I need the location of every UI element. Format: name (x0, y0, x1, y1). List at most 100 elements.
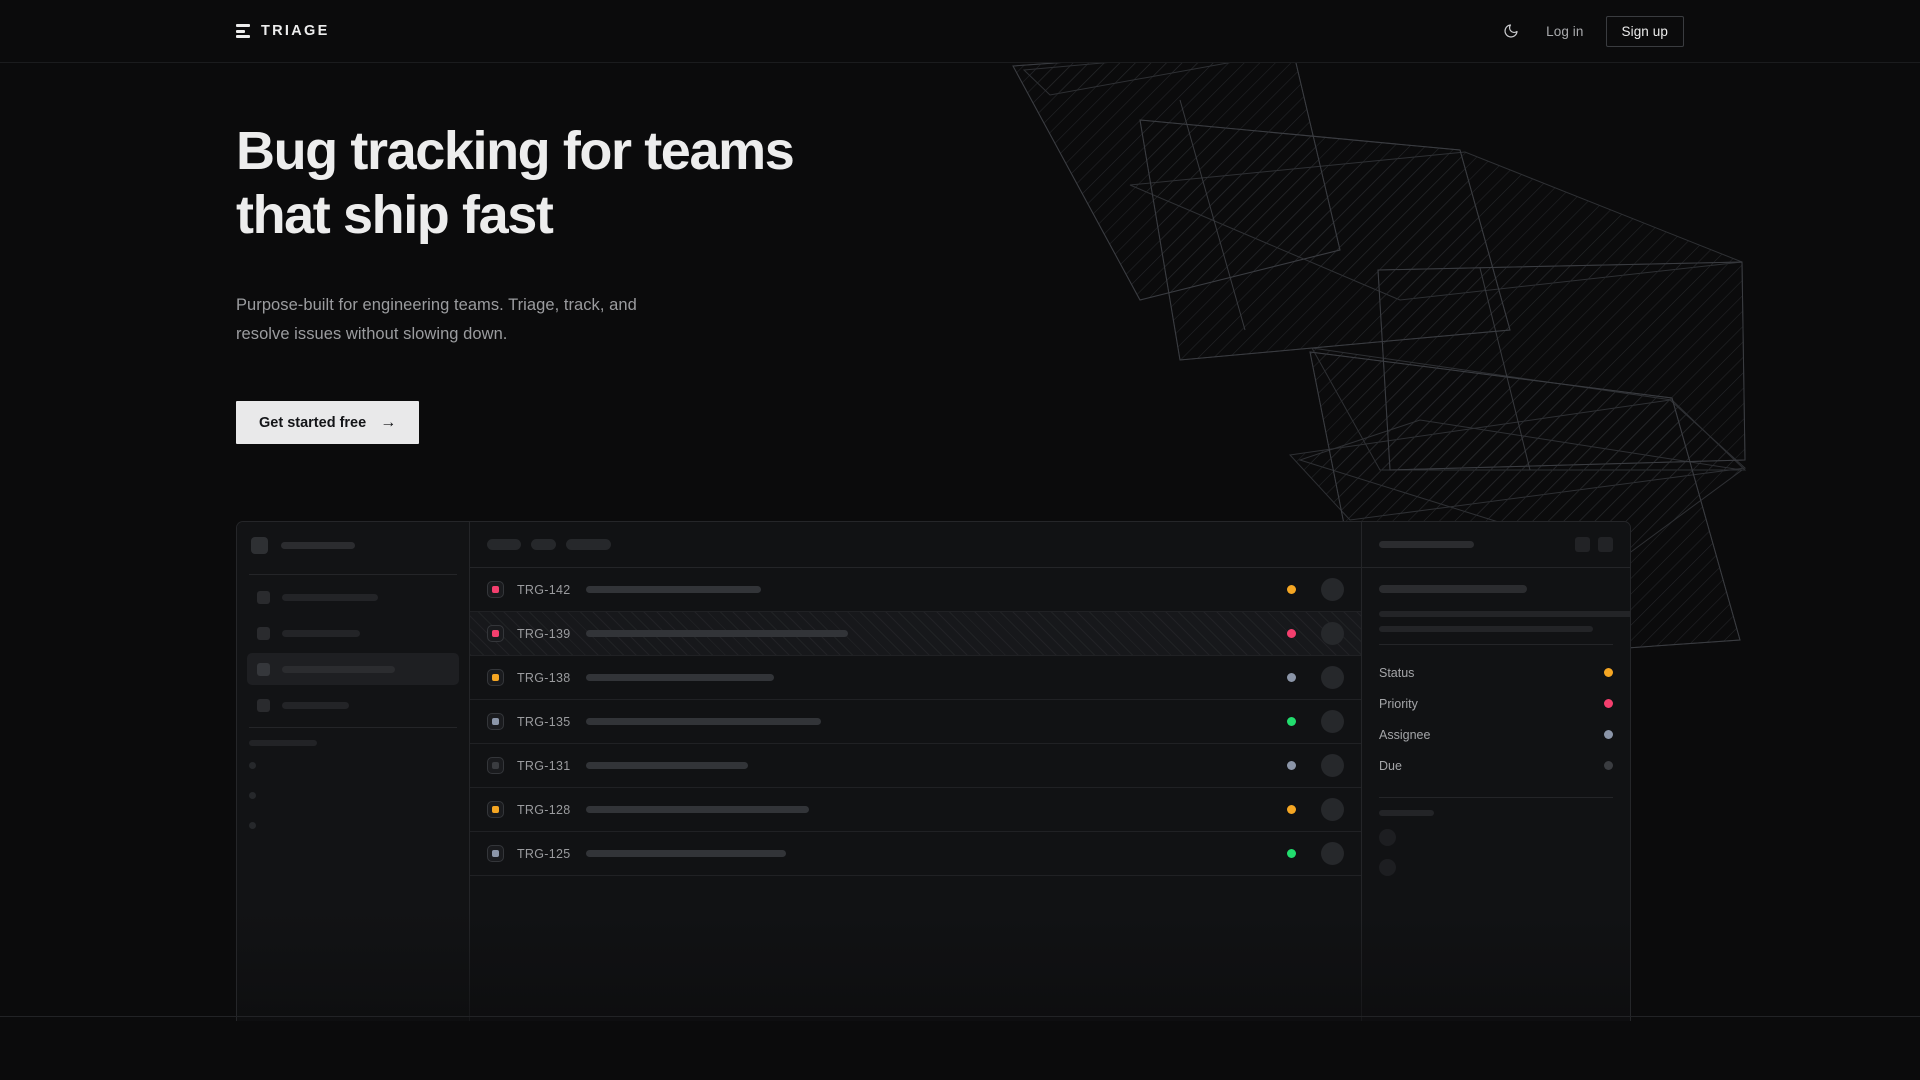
sidebar-nav-list (237, 581, 469, 721)
brand-name: TRIAGE (261, 23, 330, 39)
meta-value-dot-icon (1604, 699, 1613, 708)
brand-logo[interactable]: TRIAGE (236, 23, 330, 39)
sidebar-mini-dot-icon (249, 791, 256, 799)
avatar (1321, 578, 1344, 601)
meta-label: Assignee (1379, 727, 1431, 742)
detail-action-button-1[interactable] (1575, 537, 1590, 552)
signup-button[interactable]: Sign up (1605, 15, 1684, 47)
sidebar-section-label (249, 740, 317, 746)
sidebar-item-icon (257, 698, 270, 712)
meta-row-assignee[interactable]: Assignee (1379, 719, 1613, 750)
sidebar-item-label (282, 629, 360, 637)
priority-indicator-icon (487, 757, 504, 774)
sidebar-item-icon (257, 662, 270, 676)
issue-list-toolbar (470, 522, 1361, 568)
sidebar-item-2[interactable] (247, 653, 459, 685)
priority-indicator-icon (487, 845, 504, 862)
sidebar-item-3[interactable] (247, 689, 459, 721)
sidebar-mini-list (237, 750, 469, 840)
issue-id: TRG-142 (517, 582, 571, 597)
issue-title-skeleton (586, 674, 774, 681)
priority-indicator-icon (487, 581, 504, 598)
sidebar-mini-dot-icon (249, 821, 256, 829)
table-row[interactable]: TRG-139 (470, 612, 1361, 656)
meta-row-status[interactable]: Status (1379, 657, 1613, 688)
meta-label: Status (1379, 665, 1415, 680)
sidebar-item-0[interactable] (247, 581, 459, 613)
page-bottom-divider (0, 1016, 1920, 1017)
detail-breadcrumb-skeleton (1379, 541, 1474, 548)
sidebar-divider (249, 574, 457, 575)
comment-item-0 (1379, 822, 1613, 852)
meta-row-due[interactable]: Due (1379, 750, 1613, 781)
sidebar-divider-2 (249, 727, 457, 728)
top-navigation-bar: TRIAGE Log in Sign up (0, 0, 1920, 63)
sidebar-mini-item-1[interactable] (249, 780, 457, 810)
avatar (1379, 828, 1396, 846)
issue-id: TRG-135 (517, 714, 571, 729)
sidebar-mini-item-0[interactable] (249, 750, 457, 780)
sidebar-mini-dot-icon (249, 761, 256, 769)
table-row[interactable]: TRG-125 (470, 832, 1361, 876)
hero-subheadline: Purpose-built for engineering teams. Tri… (236, 291, 716, 348)
avatar (1321, 666, 1344, 689)
issue-id: TRG-128 (517, 802, 571, 817)
detail-desc-line-1 (1379, 611, 1630, 617)
get-started-button[interactable]: Get started free → (236, 401, 420, 445)
issue-title-skeleton (586, 762, 748, 769)
avatar (1321, 842, 1344, 865)
comments-label-skeleton (1379, 810, 1434, 816)
sidebar-mini-item-2[interactable] (249, 810, 457, 840)
status-badge (1287, 805, 1296, 814)
issue-title-skeleton (586, 806, 809, 813)
avatar (1321, 622, 1344, 645)
table-row[interactable]: TRG-131 (470, 744, 1361, 788)
table-row[interactable]: TRG-135 (470, 700, 1361, 744)
workspace-avatar-icon (251, 536, 268, 554)
workspace-switcher[interactable] (237, 522, 469, 568)
table-row[interactable]: TRG-142 (470, 568, 1361, 612)
priority-indicator-icon (487, 669, 504, 686)
issue-id: TRG-125 (517, 846, 571, 861)
detail-divider (1379, 644, 1613, 645)
toolbar-control-0[interactable] (487, 539, 521, 550)
avatar (1321, 710, 1344, 733)
meta-value-dot-icon (1604, 761, 1613, 770)
toolbar-control-2[interactable] (566, 539, 611, 550)
avatar (1321, 754, 1344, 777)
workspace-name-skeleton (281, 541, 355, 549)
three-bars-logo-icon (236, 24, 250, 38)
toolbar-control-1[interactable] (531, 539, 556, 550)
issue-title-skeleton (586, 718, 821, 725)
moon-icon[interactable] (1498, 18, 1524, 44)
sidebar-item-label (282, 593, 378, 601)
meta-value-dot-icon (1604, 730, 1613, 739)
status-badge (1287, 629, 1296, 638)
status-badge (1287, 673, 1296, 682)
sidebar-item-icon (257, 626, 270, 640)
detail-header (1362, 522, 1630, 568)
detail-divider-2 (1379, 797, 1613, 798)
detail-title-skeleton (1379, 585, 1527, 593)
meta-row-priority[interactable]: Priority (1379, 688, 1613, 719)
comment-item-1 (1379, 852, 1613, 882)
headline-line-2: that ship fast (236, 184, 554, 245)
priority-indicator-icon (487, 801, 504, 818)
avatar (1321, 798, 1344, 821)
sidebar-item-1[interactable] (247, 617, 459, 649)
priority-indicator-icon (487, 625, 504, 642)
detail-desc-line-2 (1379, 626, 1593, 632)
sidebar-item-label (282, 665, 395, 673)
table-row[interactable]: TRG-128 (470, 788, 1361, 832)
hero-section: Bug tracking for teams that ship fast Pu… (236, 120, 795, 445)
sidebar-item-icon (257, 590, 270, 604)
sidebar-item-label (282, 701, 349, 709)
table-row[interactable]: TRG-138 (470, 656, 1361, 700)
mockup-sidebar (237, 522, 470, 1021)
login-link[interactable]: Log in (1546, 23, 1584, 39)
detail-action-button-2[interactable] (1598, 537, 1613, 552)
status-badge (1287, 761, 1296, 770)
